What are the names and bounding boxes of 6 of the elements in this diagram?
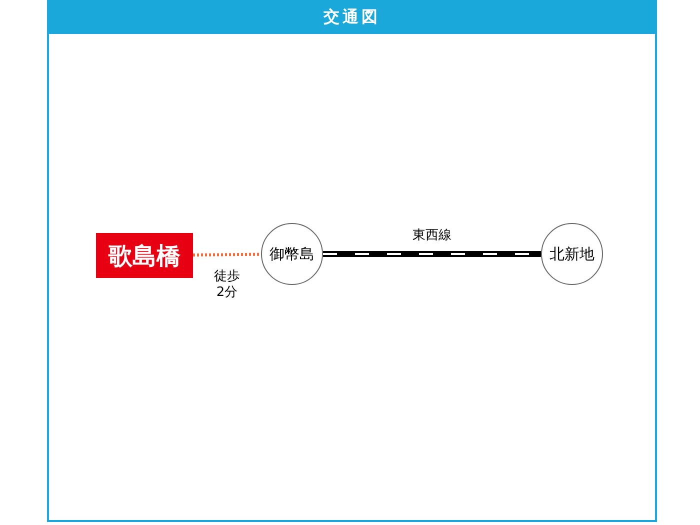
station-circle: 御幣島 — [261, 223, 323, 285]
station-circle: 北新地 — [541, 223, 603, 285]
walking-path — [192, 252, 262, 256]
title: 交通図 — [322, 7, 382, 28]
station-box: 歌島橋 — [96, 233, 193, 278]
railway-line — [323, 251, 541, 257]
